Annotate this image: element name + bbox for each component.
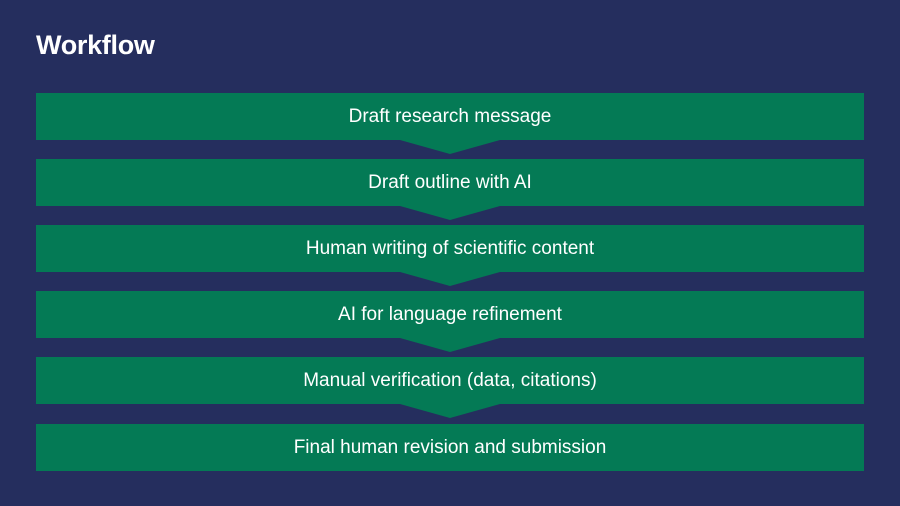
workflow-step-2: Draft outline with AI (36, 159, 864, 220)
workflow-step-4: AI for language refinement (36, 291, 864, 352)
step-label: AI for language refinement (338, 304, 562, 325)
workflow-step-1: Draft research message (36, 93, 864, 154)
workflow-step-5: Manual verification (data, citations) (36, 357, 864, 418)
workflow-step-3: Human writing of scientific content (36, 225, 864, 286)
step-label: Draft outline with AI (368, 172, 532, 193)
slide-title: Workflow (36, 30, 155, 60)
workflow-step-6: Final human revision and submission (36, 424, 864, 471)
step-label: Manual verification (data, citations) (303, 370, 597, 391)
step-label: Human writing of scientific content (305, 238, 595, 259)
step-label: Final human revision and submission (293, 437, 607, 458)
step-label: Draft research message (348, 106, 552, 127)
